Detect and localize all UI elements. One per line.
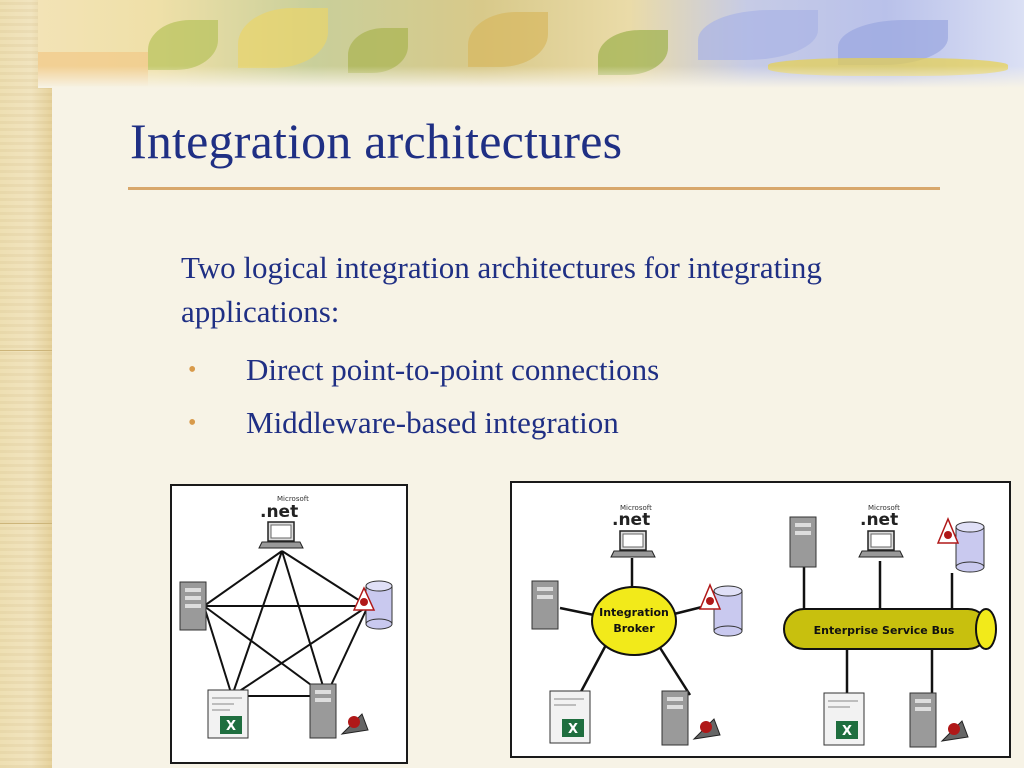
microsoft-caption: Microsoft: [620, 504, 652, 512]
middleware-svg: Integration Broker Microsoft .net: [531, 504, 997, 748]
excel-document-icon: X: [823, 692, 865, 746]
integration-broker-node: Integration Broker: [591, 586, 677, 656]
broker-label-line1: Integration: [599, 606, 669, 619]
point-to-point-diagram: Microsoft .net X: [170, 484, 408, 764]
intro-text: Two logical integration architectures fo…: [181, 250, 822, 329]
excel-glyph: X: [842, 724, 852, 739]
server-icon: [179, 581, 207, 631]
server-satellite-icon: [661, 690, 721, 746]
java-database-icon: [698, 583, 743, 637]
slide-title: Integration architectures: [130, 113, 623, 169]
bullet-dot-icon: •: [188, 410, 197, 436]
bullet-text: Direct point-to-point connections: [246, 352, 660, 387]
excel-document-icon: X: [207, 689, 249, 739]
bullet-list: • Direct point-to-point connections • Mi…: [188, 350, 659, 456]
excel-glyph: X: [568, 722, 578, 737]
server-icon: [789, 516, 817, 568]
dotnet-laptop-icon: Microsoft .net: [610, 504, 656, 558]
dotnet-laptop-icon: Microsoft .net: [858, 504, 904, 558]
microsoft-caption: Microsoft: [868, 504, 900, 512]
title-underline: [128, 187, 940, 190]
dotnet-laptop-icon: Microsoft .net: [258, 495, 309, 549]
dotnet-label: .net: [612, 510, 650, 530]
point-to-point-svg: Microsoft .net X: [179, 495, 393, 739]
bullet-text: Middleware-based integration: [246, 405, 619, 440]
broker-label-line2: Broker: [613, 622, 655, 635]
bullet-dot-icon: •: [188, 357, 197, 383]
dotnet-label: .net: [860, 510, 898, 530]
bullet-item: • Middleware-based integration: [188, 403, 659, 456]
middleware-diagram: Integration Broker Microsoft .net: [510, 481, 1011, 758]
server-satellite-icon: [909, 692, 969, 748]
java-database-icon: [936, 517, 985, 573]
enterprise-service-bus-node: Enterprise Service Bus: [783, 608, 997, 650]
left-parchment-strip: [0, 0, 52, 768]
java-database-icon: [352, 580, 393, 630]
connection-lines: [203, 550, 369, 697]
server-icon: [531, 580, 559, 630]
microsoft-caption: Microsoft: [277, 495, 309, 503]
server-satellite-icon: [309, 683, 369, 739]
excel-document-icon: X: [549, 690, 591, 744]
bus-label: Enterprise Service Bus: [814, 624, 955, 637]
bus-connections: [802, 561, 954, 693]
dotnet-label: .net: [260, 502, 298, 522]
top-decorative-banner: [38, 0, 1024, 88]
excel-glyph: X: [226, 719, 236, 734]
bullet-item: • Direct point-to-point connections: [188, 350, 659, 403]
